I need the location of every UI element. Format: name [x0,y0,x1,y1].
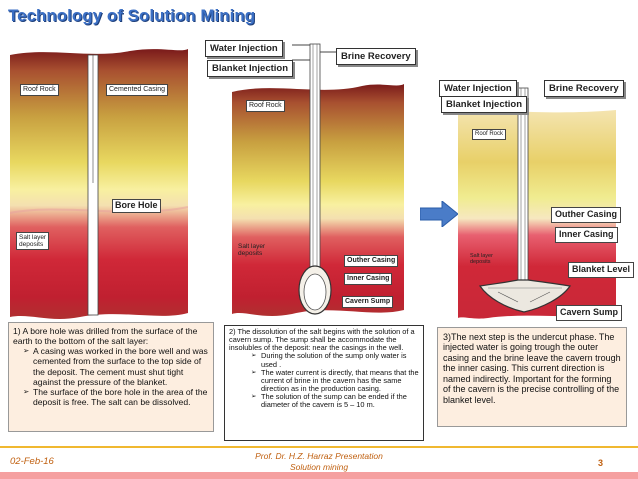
panel2-cavern-sump-label: Cavern Sump [342,296,394,308]
step2-intro: 2) The dissolution of the salt begins wi… [229,327,415,353]
next-step-arrow-icon [420,201,458,227]
panel2-inner-casing-label: Inner Casing [344,273,393,285]
panel3-brine-recovery-label: Brine Recovery [544,80,624,97]
step1-bullet: The surface of the bore hole in the area… [23,387,209,407]
footer-divider [0,446,638,448]
panel2-brine-recovery-label: Brine Recovery [336,48,416,65]
page-title: Technology of Solution Mining [8,6,256,25]
panel1-salt-layer-label: Salt layer deposits [16,232,50,251]
step2-bullet: The water current is directly, that mean… [251,368,419,393]
panel1-roof-rock-label: Roof Rock [20,84,59,96]
panel3-salt-layer-label: Salt layer deposits [470,253,493,266]
panel2-outer-casing-label: Outher Casing [344,255,399,267]
footer-stripe [0,472,638,479]
step1-description: 1) A bore hole was drilled from the surf… [8,322,214,432]
panel3-inner-casing-label: Inner Casing [555,227,618,243]
footer-date: 02-Feb-16 [10,456,54,467]
step3-description: 3)The next step is the undercut phase. T… [437,327,627,427]
footer-topic: Solution mining [289,462,349,472]
panel1-strata [10,49,188,319]
footer-presenter: Prof. Dr. H.Z. Harraz Presentation [255,451,383,461]
panel2-roof-rock-label: Roof Rock [246,100,285,112]
panel3-outer-casing-label: Outher Casing [551,207,622,223]
step3-body: 3)The next step is the undercut phase. T… [443,332,621,405]
step2-description: 2) The dissolution of the salt begins wi… [224,325,424,441]
panel2-water-injection-label: Water Injection [205,40,283,57]
step2-bullet: The solution of the sump can be ended if… [251,392,419,409]
panel3-roof-rock-label: Roof Rock [472,129,507,140]
panel1-cemented-casing-label: Cemented Casing [106,84,169,96]
panel3-blanket-injection-label: Blanket Injection [441,96,528,113]
page-number: 3 [598,458,604,468]
step1-intro: 1) A bore hole was drilled from the surf… [13,326,198,347]
panel2-salt-layer-label: Salt layer deposits [238,243,266,258]
step1-bullet: A casing was worked in the bore well and… [23,346,209,387]
step2-bullet: During the solution of the sump only wat… [251,352,419,368]
panel2-blanket-injection-label: Blanket Injection [207,60,294,77]
panel3-water-injection-label: Water Injection [439,80,517,97]
panel1-bore-hole-label: Bore Hole [112,199,161,213]
panel3-cavern-sump-label: Cavern Sump [556,305,623,321]
panel3-blanket-level-label: Blanket Level [568,262,635,278]
panel3-well [478,87,572,313]
panel2-well [292,43,338,315]
